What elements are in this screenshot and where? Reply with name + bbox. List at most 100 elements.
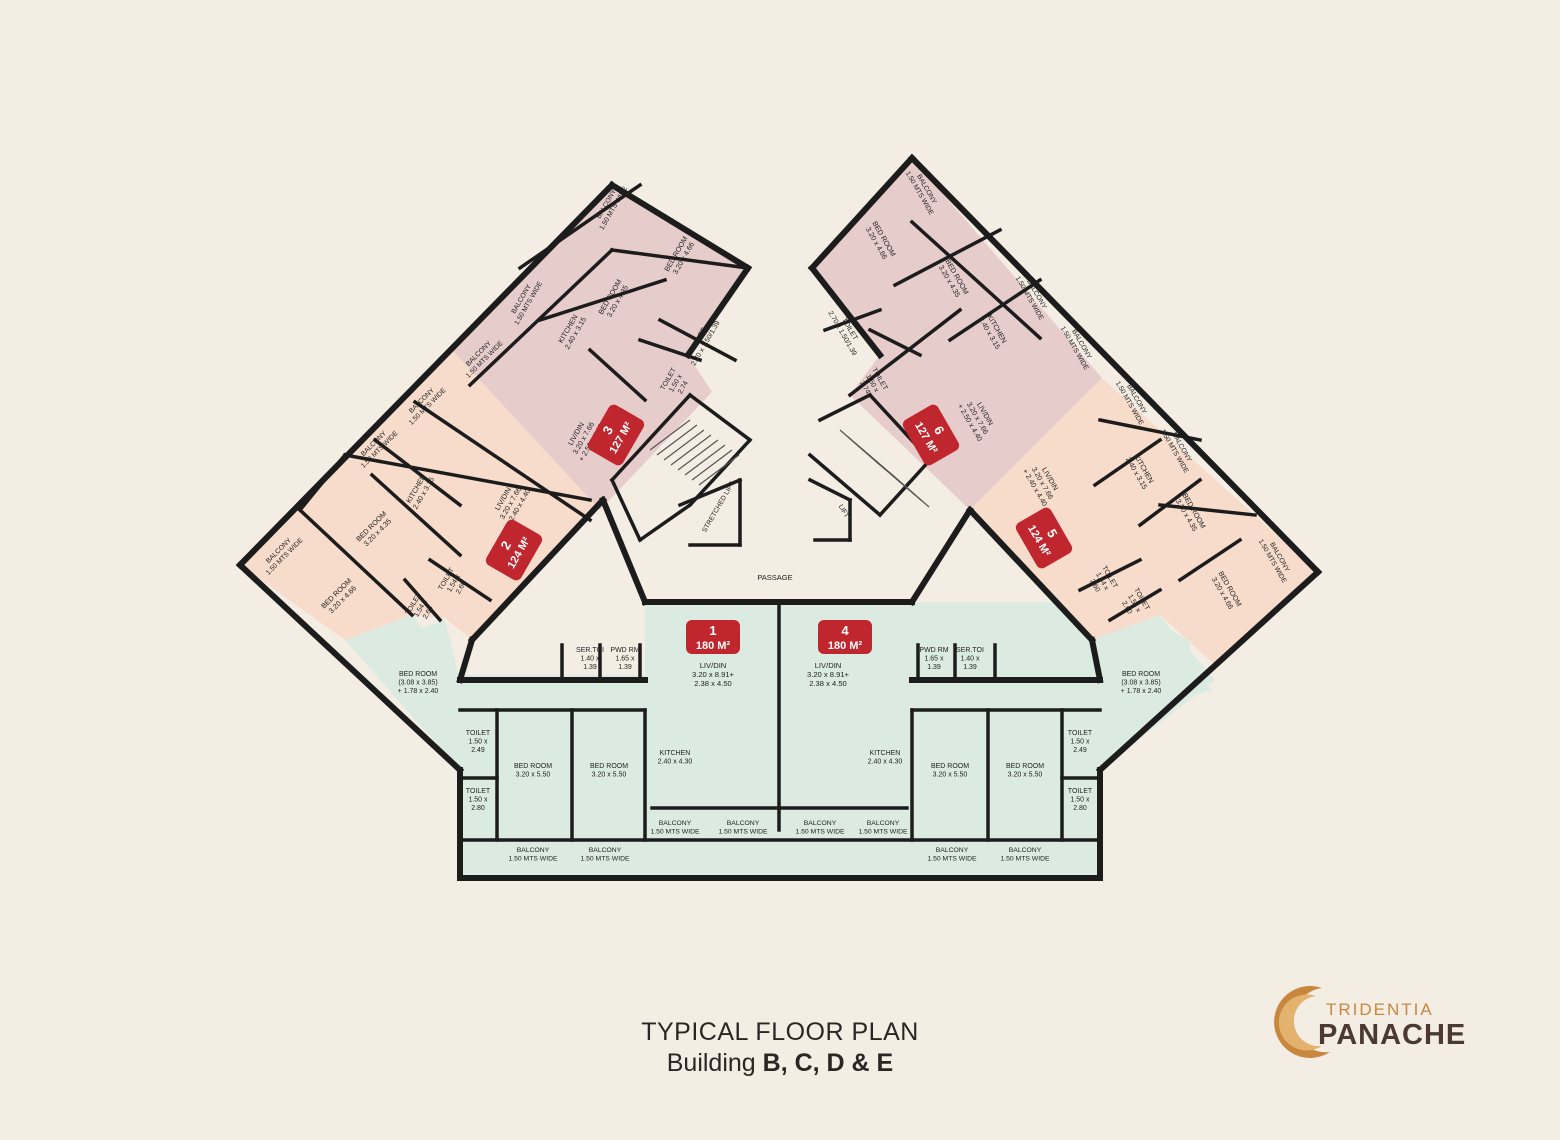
- wall-segment: [412, 399, 593, 523]
- u1-bed2-label-line: 3.20 x 5.50: [592, 772, 627, 779]
- wall-segment: [1095, 567, 1323, 775]
- lift-label-line: LIFT: [837, 503, 850, 519]
- stair-tread: [670, 434, 712, 466]
- plan-title: TYPICAL FLOOR PLAN: [641, 1018, 919, 1046]
- unit-3-floor-fill: [452, 185, 748, 510]
- u4-balcony3-label-line: 1.50 MTS WIDE: [927, 855, 977, 862]
- u4-balcony2-label-line: BALCONY: [867, 820, 900, 827]
- u1-pwd-rm-label-line: 1.39: [618, 664, 632, 671]
- walls: [235, 153, 1323, 881]
- u1-kitchen-label-line: KITCHEN: [660, 750, 691, 757]
- unit-area: 180 M²: [828, 640, 863, 652]
- stair-tread: [663, 429, 705, 461]
- unit-badge-bg: [902, 404, 960, 466]
- u1-ser-toi-label-line: SER.TOI: [576, 647, 604, 654]
- wall-segment: [677, 477, 743, 508]
- wall-segment: [637, 502, 693, 543]
- wall-segment: [817, 392, 873, 423]
- u1-livdin-label-line: LIV/DIN: [700, 661, 727, 670]
- u1-toilet2-label-line: 2.80: [471, 805, 485, 812]
- u1-bed2-label-line: BED ROOM: [590, 763, 628, 770]
- brand-logo: TRIDENTIA PANACHE: [1270, 980, 1500, 1060]
- crescent-logo-icon: [1274, 985, 1330, 1058]
- u1-bed-big-label-line: (3.08 x 3.85): [398, 680, 437, 687]
- wall-segment: [892, 227, 1003, 288]
- stair-tread: [677, 439, 719, 471]
- wall-segment: [537, 277, 668, 323]
- wall-segment: [807, 477, 853, 503]
- wall-segment: [609, 477, 643, 543]
- plan-subtitle: Building B, C, D & E: [560, 1049, 1000, 1078]
- u4-toilet2-label-line: TOILET: [1068, 788, 1093, 795]
- u1-balcony3-label-line: BALCONY: [659, 820, 692, 827]
- lift-label: LIFT: [837, 503, 850, 519]
- passage-label-line: PASSAGE: [757, 573, 792, 582]
- stair-tread: [656, 424, 698, 456]
- wall-segment: [607, 180, 753, 273]
- u4-ser-toi-label-line: 1.40 x: [960, 656, 980, 663]
- u1-livdin-label-line: 2.38 x 4.50: [694, 679, 732, 688]
- unit-number: 4: [841, 623, 849, 638]
- u1-pwd-rm-label-line: PWD RM: [610, 647, 639, 654]
- stair-tread: [698, 454, 740, 486]
- u4-balcony2-label-line: 1.50 MTS WIDE: [858, 828, 908, 835]
- u4-bed-big-label-line: (3.08 x 3.85): [1121, 680, 1160, 687]
- wall-segment: [687, 437, 753, 508]
- wall-segment: [1177, 537, 1243, 583]
- u1-balcony1-label-line: BALCONY: [517, 847, 550, 854]
- u4-bed2-label-line: BED ROOM: [1006, 763, 1044, 770]
- unit-badge-bg: [818, 620, 872, 654]
- wall-segment: [610, 248, 750, 270]
- wall-segment: [847, 307, 963, 398]
- unit-badge-bg: [485, 519, 543, 581]
- u1-toilet1-label-line: 1.50 x: [468, 739, 488, 746]
- wall-segment: [402, 577, 443, 623]
- wall-segment: [907, 153, 1323, 577]
- wall-segment: [657, 317, 738, 363]
- wall-segment: [877, 457, 933, 518]
- wall-segment: [467, 495, 608, 645]
- unit-badge-bg: [1015, 507, 1073, 569]
- wall-segment: [1092, 437, 1163, 488]
- u4-bed-big-label-line: BED ROOM: [1122, 671, 1160, 678]
- u1-balcony4-label-line: 1.50 MTS WIDE: [718, 828, 768, 835]
- u1-balcony2-label-line: 1.50 MTS WIDE: [580, 855, 630, 862]
- stair-tread: [691, 449, 733, 481]
- plan-caption: TYPICAL FLOOR PLAN Building B, C, D & E: [560, 1018, 1000, 1078]
- wall-segment: [456, 636, 476, 684]
- wall-segment: [369, 472, 463, 558]
- u4-pwd-rm-label-line: 1.39: [927, 664, 941, 671]
- u4-balcony4-label-line: BALCONY: [1009, 847, 1042, 854]
- u4-toilet1-label-line: TOILET: [1068, 730, 1093, 737]
- u1-ser-toi-label-line: 1.39: [583, 664, 597, 671]
- wall-segment: [867, 327, 923, 358]
- u1-bed-big-label: BED ROOM(3.08 x 3.85)+ 1.78 x 2.40: [398, 671, 439, 695]
- wall-segment: [1097, 417, 1203, 443]
- unit-badge-bg: [686, 620, 740, 654]
- wall-segment: [807, 153, 917, 273]
- u1-balcony3-label-line: 1.50 MTS WIDE: [650, 828, 700, 835]
- u4-kitchen-label-line: KITCHEN: [870, 750, 901, 757]
- wall-segment: [297, 452, 348, 513]
- wall-segment: [965, 505, 1097, 645]
- plan-subtitle-prefix: Building: [666, 1049, 763, 1077]
- u1-toilet2-label-line: 1.50 x: [468, 797, 488, 804]
- wall-segment: [467, 247, 615, 388]
- wall-segment: [1107, 587, 1163, 623]
